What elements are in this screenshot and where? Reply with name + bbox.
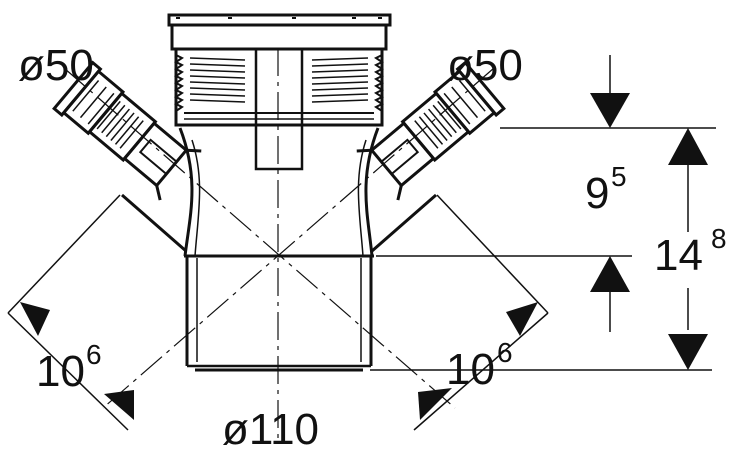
- dim-height-short-value: 9: [585, 169, 609, 218]
- top-socket: [167, 13, 392, 171]
- arrow-up-icon: [590, 256, 630, 292]
- left-inlet-branch: [52, 60, 202, 201]
- dimension-arrows: [20, 93, 708, 420]
- arrow-diagonal-icon: [418, 388, 452, 420]
- label-right-inlet-diameter: ø50: [447, 41, 523, 90]
- arrow-diagonal-icon: [20, 302, 50, 336]
- fitting-body: [121, 127, 437, 372]
- label-left-inlet-diameter: ø50: [18, 41, 94, 90]
- right-inlet-branch: [356, 60, 506, 201]
- arrow-up-icon: [668, 128, 708, 165]
- dim-height-total-value: 14: [654, 231, 703, 280]
- dim-right-diagonal-value: 10: [446, 345, 495, 394]
- dim-left-diagonal-value: 10: [36, 347, 85, 396]
- dim-height-short-sup: 5: [611, 161, 627, 192]
- dim-left-diagonal-sup: 6: [86, 339, 102, 370]
- label-outlet-diameter: ø110: [222, 405, 319, 449]
- dim-height-total-sup: 8: [711, 223, 727, 254]
- arrow-down-icon: [668, 334, 708, 370]
- arrow-diagonal-icon: [104, 390, 134, 420]
- arrow-down-icon: [590, 93, 630, 128]
- dimension-lines: [7, 55, 716, 431]
- center-lines: [63, 48, 495, 440]
- dim-right-diagonal-sup: 6: [497, 337, 513, 368]
- arrow-diagonal-icon: [506, 302, 538, 336]
